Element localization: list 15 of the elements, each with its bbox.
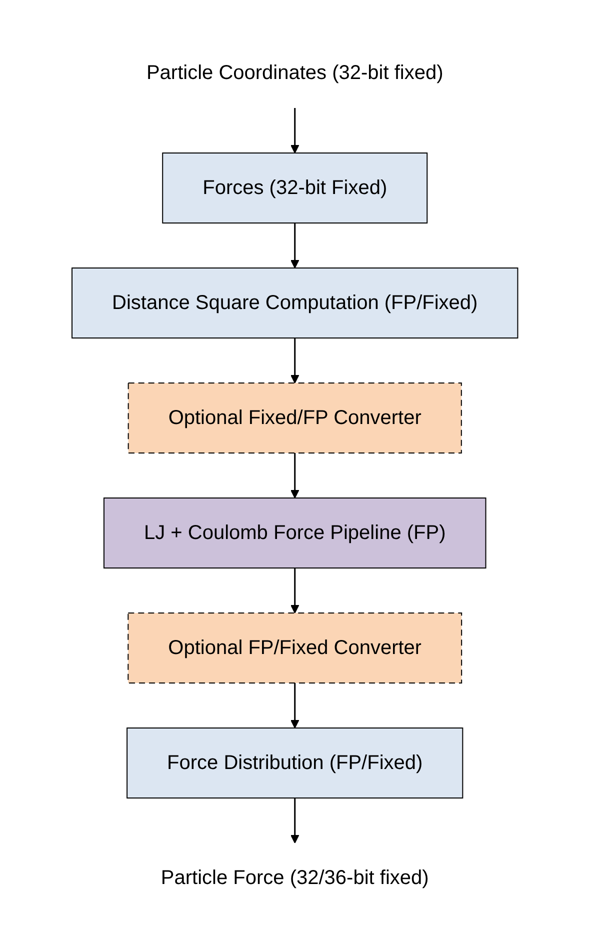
arrow bbox=[290, 222, 299, 268]
node-box: LJ + Coulomb Force Pipeline (FP) bbox=[103, 497, 486, 568]
node-box: Optional FP/Fixed Converter bbox=[127, 612, 462, 683]
arrow bbox=[290, 798, 299, 843]
node-box: Forces (32-bit Fixed) bbox=[162, 152, 428, 223]
node-box: Optional Fixed/FP Converter bbox=[127, 382, 462, 453]
node-text: Particle Force (32/36-bit fixed) bbox=[160, 866, 428, 888]
arrow bbox=[290, 452, 299, 498]
node-box: Force Distribution (FP/Fixed) bbox=[126, 727, 463, 798]
arrow bbox=[290, 682, 299, 728]
node-text: Particle Coordinates (32-bit fixed) bbox=[146, 62, 443, 84]
arrow bbox=[290, 108, 299, 153]
node-box: Distance Square Computation (FP/Fixed) bbox=[71, 267, 518, 338]
arrow bbox=[290, 338, 299, 383]
arrow bbox=[290, 568, 299, 613]
